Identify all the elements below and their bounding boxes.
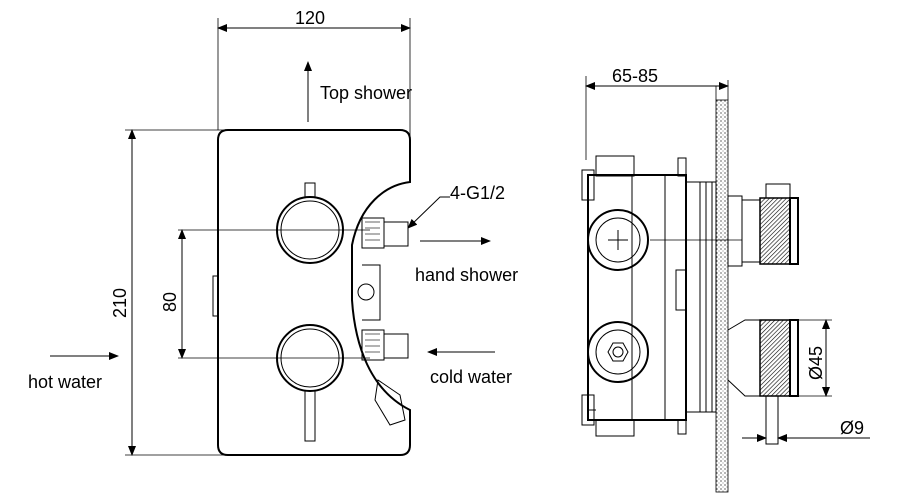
lower-port [587,321,649,383]
side-tab [212,275,219,317]
dim-spacing-label: 80 [160,292,180,312]
thermostat-knob [276,324,344,442]
side-view: 65-85 [581,66,870,493]
dim-height-label: 210 [110,288,130,318]
upper-port [587,209,742,271]
top-shower-label: Top shower [320,83,412,103]
diverter-knob-side [727,183,799,267]
wall-section [715,99,729,493]
dim-knob-diameter-label: Ø45 [806,346,826,380]
front-view: 120 210 80 Top shower 4-G1/2 hand shower… [28,8,518,456]
connections-label: 4-G1/2 [450,183,505,203]
thermostat-knob-side [727,319,799,445]
faceplate-outline [217,129,411,456]
diverter-knob [276,182,344,264]
hand-shower-label: hand shower [415,265,518,285]
valve-connections [357,217,409,426]
cold-water-label: cold water [430,367,512,387]
dim-depth-label: 65-85 [612,66,658,86]
dim-lever-diameter-label: Ø9 [840,418,864,438]
valve-body [581,155,717,437]
dim-width-label: 120 [295,8,325,28]
hot-water-label: hot water [28,372,102,392]
connections-leader [407,196,450,229]
